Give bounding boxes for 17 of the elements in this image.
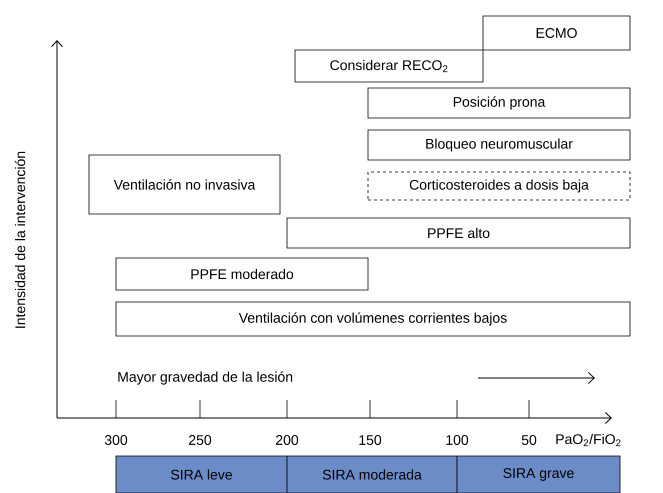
intervention-box: Ventilación no invasiva [88, 154, 280, 214]
intervention-box: Posición prona [368, 88, 630, 118]
axis-label: Intensidad de la intervención [14, 152, 26, 328]
intervention-box: ECMO [482, 16, 630, 50]
tick-label: 300 [104, 435, 128, 445]
intervention-box: Ventilación con volúmenes corrientes bajos [116, 302, 630, 336]
intervention-box: PPFE alto [286, 218, 630, 248]
intervention-box: Bloqueo neuromuscular [368, 130, 630, 160]
severity-band: SIRA leve [116, 456, 288, 493]
intervention-box: Corticosteroides a dosis baja [368, 172, 630, 200]
intervention-box: PPFE moderado [116, 258, 368, 290]
tick-label: 100 [446, 435, 468, 445]
intervention-box: Considerar RECO$_{2}$ [294, 50, 484, 82]
severity-band: SIRA moderada [286, 456, 458, 493]
severity-band: SIRA grave [456, 456, 620, 493]
direction-label: Mayor gravedad de la lesión [118, 371, 292, 385]
tick-label: 200 [276, 435, 298, 445]
